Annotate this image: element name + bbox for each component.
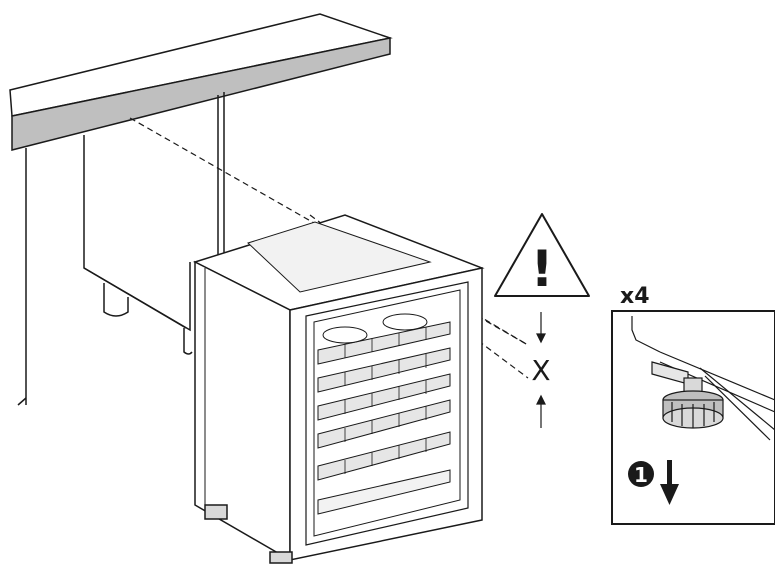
quantity-label: x4 <box>620 284 650 309</box>
step-number-badge: 1 <box>628 461 654 487</box>
cooler-foot-left <box>204 504 228 520</box>
cabinet-frame <box>17 92 225 406</box>
arrow-down-icon <box>660 460 679 505</box>
warning-triangle-icon: ! <box>494 213 590 298</box>
adjustable-foot-icon <box>662 377 724 429</box>
countertop-front-edge <box>11 37 391 151</box>
cooler-top-panel <box>247 221 432 293</box>
wine-shelves <box>317 313 451 515</box>
cooler-foot-right <box>269 551 293 564</box>
countertop <box>9 13 393 151</box>
step-number: 1 <box>634 463 648 487</box>
clearance-label: X <box>531 354 550 387</box>
warning-mark: ! <box>531 240 554 298</box>
foot-detail-inset: 1 <box>611 310 775 525</box>
clearance-dimension <box>536 312 546 428</box>
